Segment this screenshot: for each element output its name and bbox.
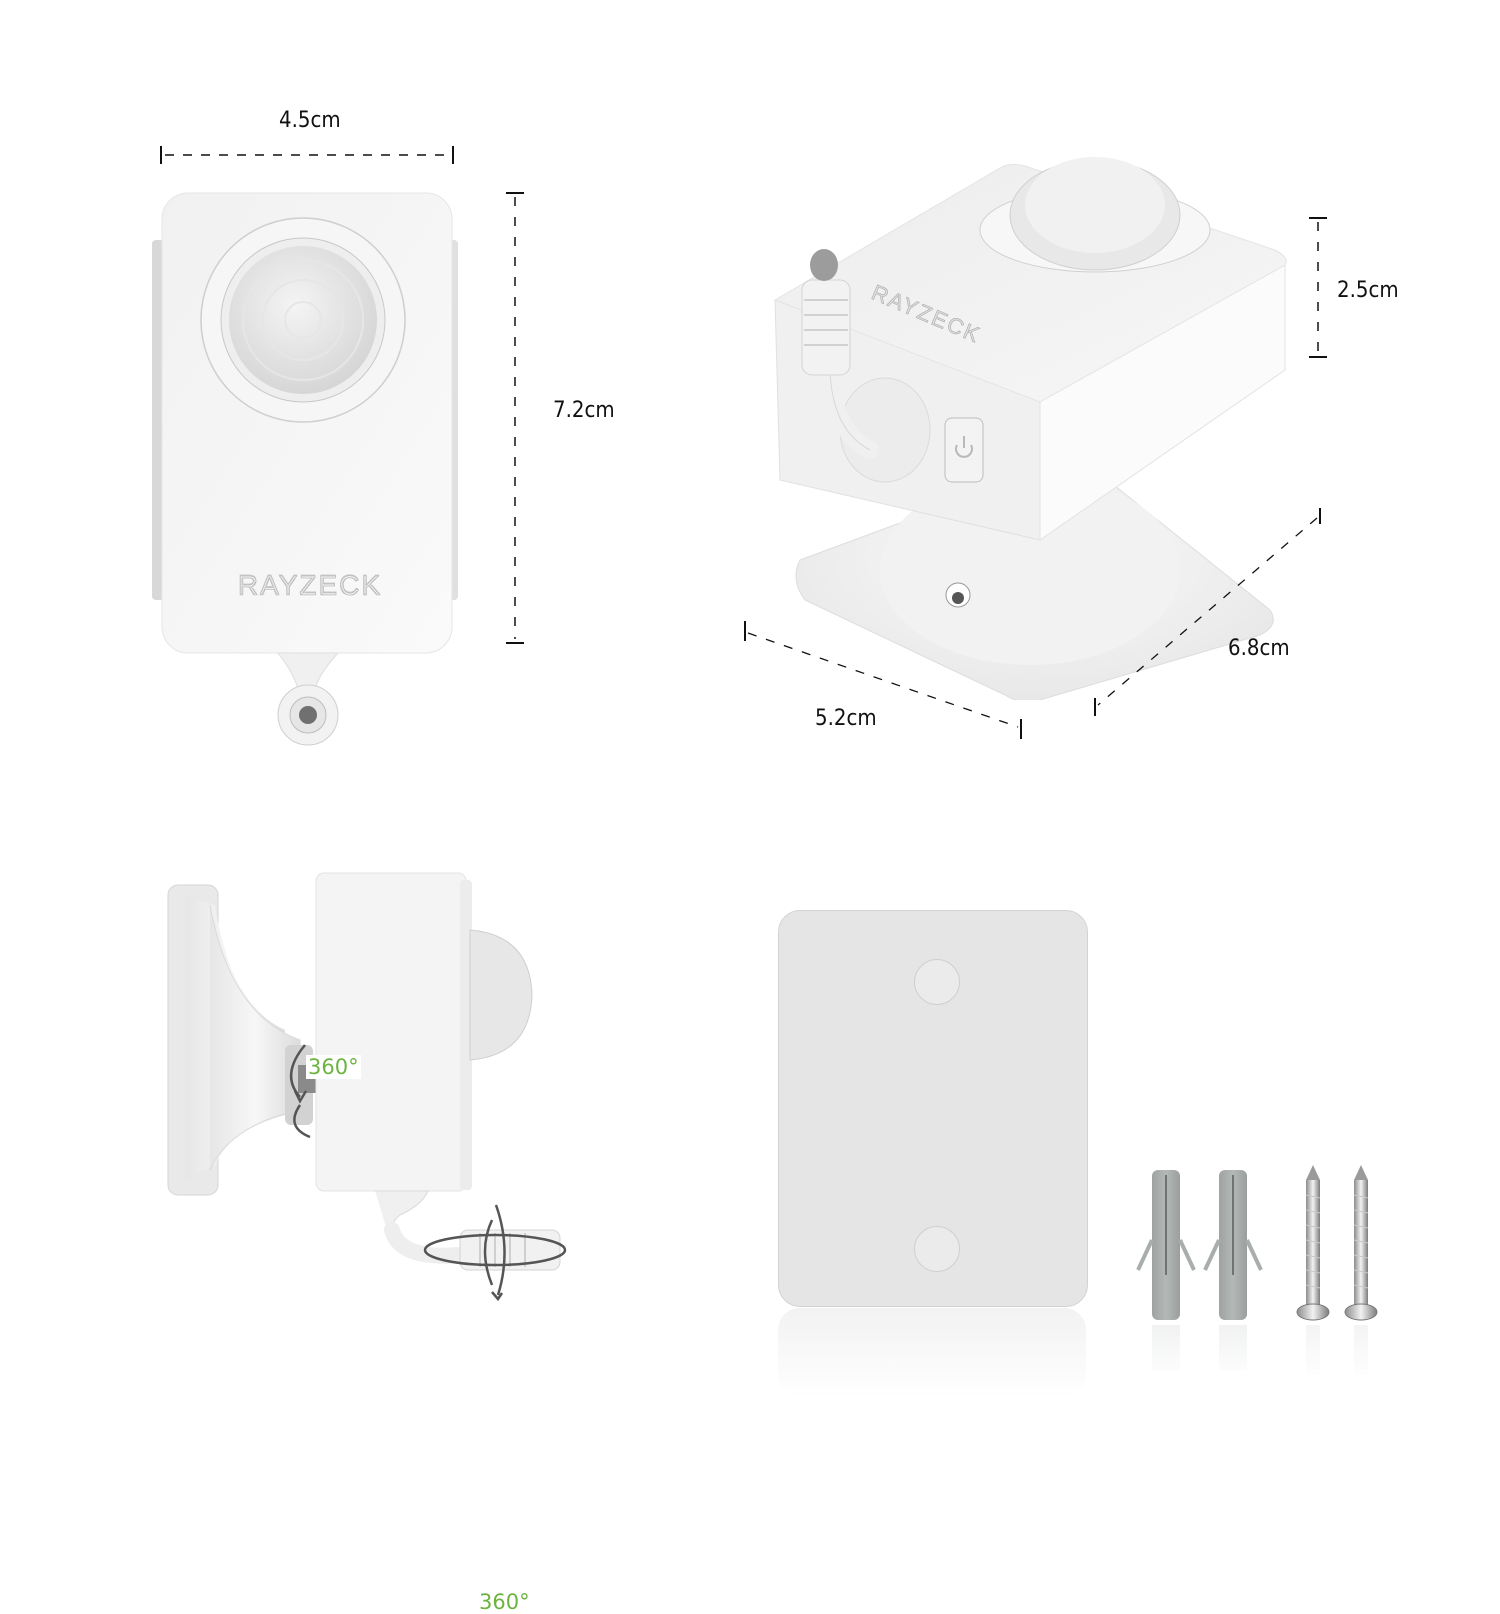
- iso-length-dimension-line: [1094, 508, 1321, 716]
- cable-rotation-label: 360°: [477, 1590, 532, 1614]
- iso-height-dimension-line: [1309, 217, 1327, 358]
- iso-length-dimension-label: 6.8cm: [1228, 636, 1290, 661]
- mount-rotation-arrow-icon: [290, 1044, 311, 1139]
- adhesive-pad-reflection: [778, 1308, 1086, 1398]
- svg-text:RAYZECK: RAYZECK: [238, 570, 382, 601]
- pad-hole-bottom: [914, 1226, 960, 1272]
- width-dimension-label: 4.5cm: [279, 108, 341, 133]
- width-dimension-line: [160, 146, 454, 164]
- pad-hole-top: [914, 959, 960, 1005]
- iso-depth-dimension-label: 5.2cm: [815, 706, 877, 731]
- sensor-front-image: RAYZECK: [152, 192, 458, 746]
- power-icon: [955, 436, 973, 458]
- mounting-hardware: [1130, 1165, 1390, 1382]
- height-dimension-line: [506, 192, 524, 644]
- height-dimension-label: 7.2cm: [553, 398, 615, 423]
- iso-height-dimension-label: 2.5cm: [1337, 278, 1399, 303]
- cable-rotation-arrow-icon: [423, 1204, 567, 1302]
- iso-depth-dimension-line: [744, 621, 1022, 739]
- adhesive-pad: [778, 910, 1088, 1307]
- mount-rotation-label: 360°: [306, 1055, 361, 1079]
- sensor-isometric-image: RAYZECK: [773, 157, 1287, 700]
- sensor-side-image: [167, 872, 567, 1302]
